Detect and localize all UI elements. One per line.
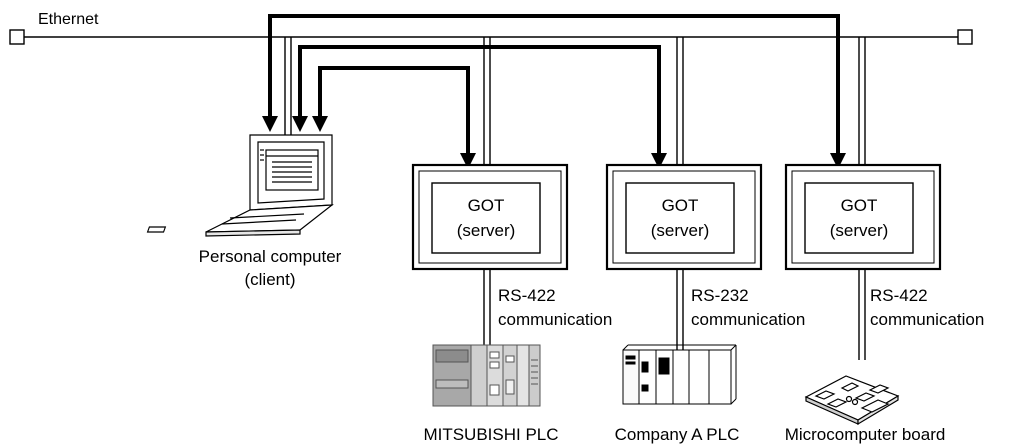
drop-got-1 [483,37,491,165]
drop-got-3 [858,37,866,165]
laptop-icon [146,134,334,237]
got-server-1: GOT (server) RS-422 communication [411,163,612,355]
got-3-link-line2: communication [870,310,984,329]
got-1-screen [431,182,541,254]
microcomputer-board-icon [804,375,900,426]
drop-got-2 [676,37,684,165]
got-2-screen [625,182,735,254]
ethernet-bus: Ethernet [9,11,973,45]
mitsubishi-plc-icon [432,344,541,407]
got-3-screen [804,182,914,254]
got-1-link-line2: communication [498,310,612,329]
ethernet-terminator-right [957,29,973,45]
got-1-title: GOT [468,196,505,215]
arrow-client-got-2 [298,45,661,155]
microcomputer-board-label: Microcomputer board [785,425,946,444]
got-1-link-line1: RS-422 [498,286,556,305]
arrow-client-got-3-head-got [830,153,846,169]
arrow-client-got-1 [318,66,470,155]
got-3-link-line1: RS-422 [870,286,928,305]
got-2-subtitle: (server) [651,221,710,240]
got-2-title: GOT [662,196,699,215]
ethernet-drops [284,37,866,165]
communication-arrows [262,14,846,169]
got-3-title: GOT [841,196,878,215]
mitsubishi-plc-label: MITSUBISHI PLC [423,425,558,444]
company-a-plc-label: Company A PLC [615,425,740,444]
arrow-client-got-1-head-got [460,153,476,169]
client-label-line1: Personal computer [199,247,342,266]
got-2-link-line1: RS-232 [691,286,749,305]
arrow-client-got-2-head-client [292,116,308,132]
got-server-3: GOT (server) RS-422 communication [784,163,984,360]
ethernet-terminator-left [9,29,25,45]
ethernet-label: Ethernet [38,11,99,28]
company-a-plc-icon [622,344,737,405]
arrow-client-got-1-head-client [312,116,328,132]
got-server-2: GOT (server) RS-232 communication [605,163,805,355]
got-2-link-line2: communication [691,310,805,329]
arrow-client-got-3-head-client [262,116,278,132]
arrow-client-got-3 [268,14,840,155]
client-label-line2: (client) [244,270,295,289]
got-3-subtitle: (server) [830,221,889,240]
arrow-client-got-2-head-got [651,153,667,169]
got-1-subtitle: (server) [457,221,516,240]
